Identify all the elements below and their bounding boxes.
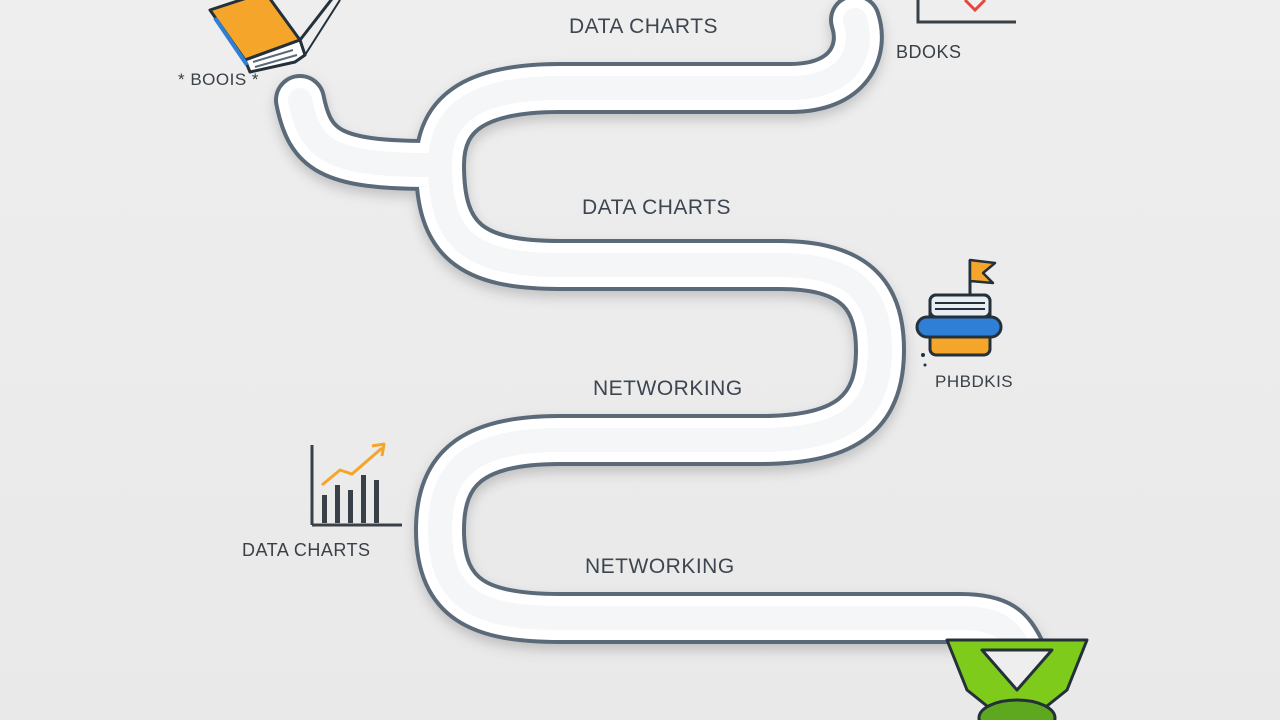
label-data-charts-left: DATA CHARTS — [242, 540, 371, 560]
label-books-top-left: * BOOIS * — [178, 70, 260, 89]
bar-chart-trend-icon — [310, 442, 402, 527]
label-data-charts-middle: DATA CHARTS — [582, 196, 732, 219]
label-books-top-right: BDOKS — [896, 42, 962, 62]
badge-icon — [945, 638, 1089, 720]
label-networking-bottom: NETWORKING — [585, 555, 735, 578]
book-icon — [208, 0, 341, 74]
label-networking-middle: NETWORKING — [593, 377, 743, 400]
database-flag-icon — [915, 258, 1003, 367]
label-phbdkis: PHBDKIS — [935, 372, 1014, 391]
road-shade — [288, 8, 1032, 662]
label-data-charts-top: DATA CHARTS — [569, 15, 719, 38]
chart-frame-icon — [916, 0, 1016, 24]
